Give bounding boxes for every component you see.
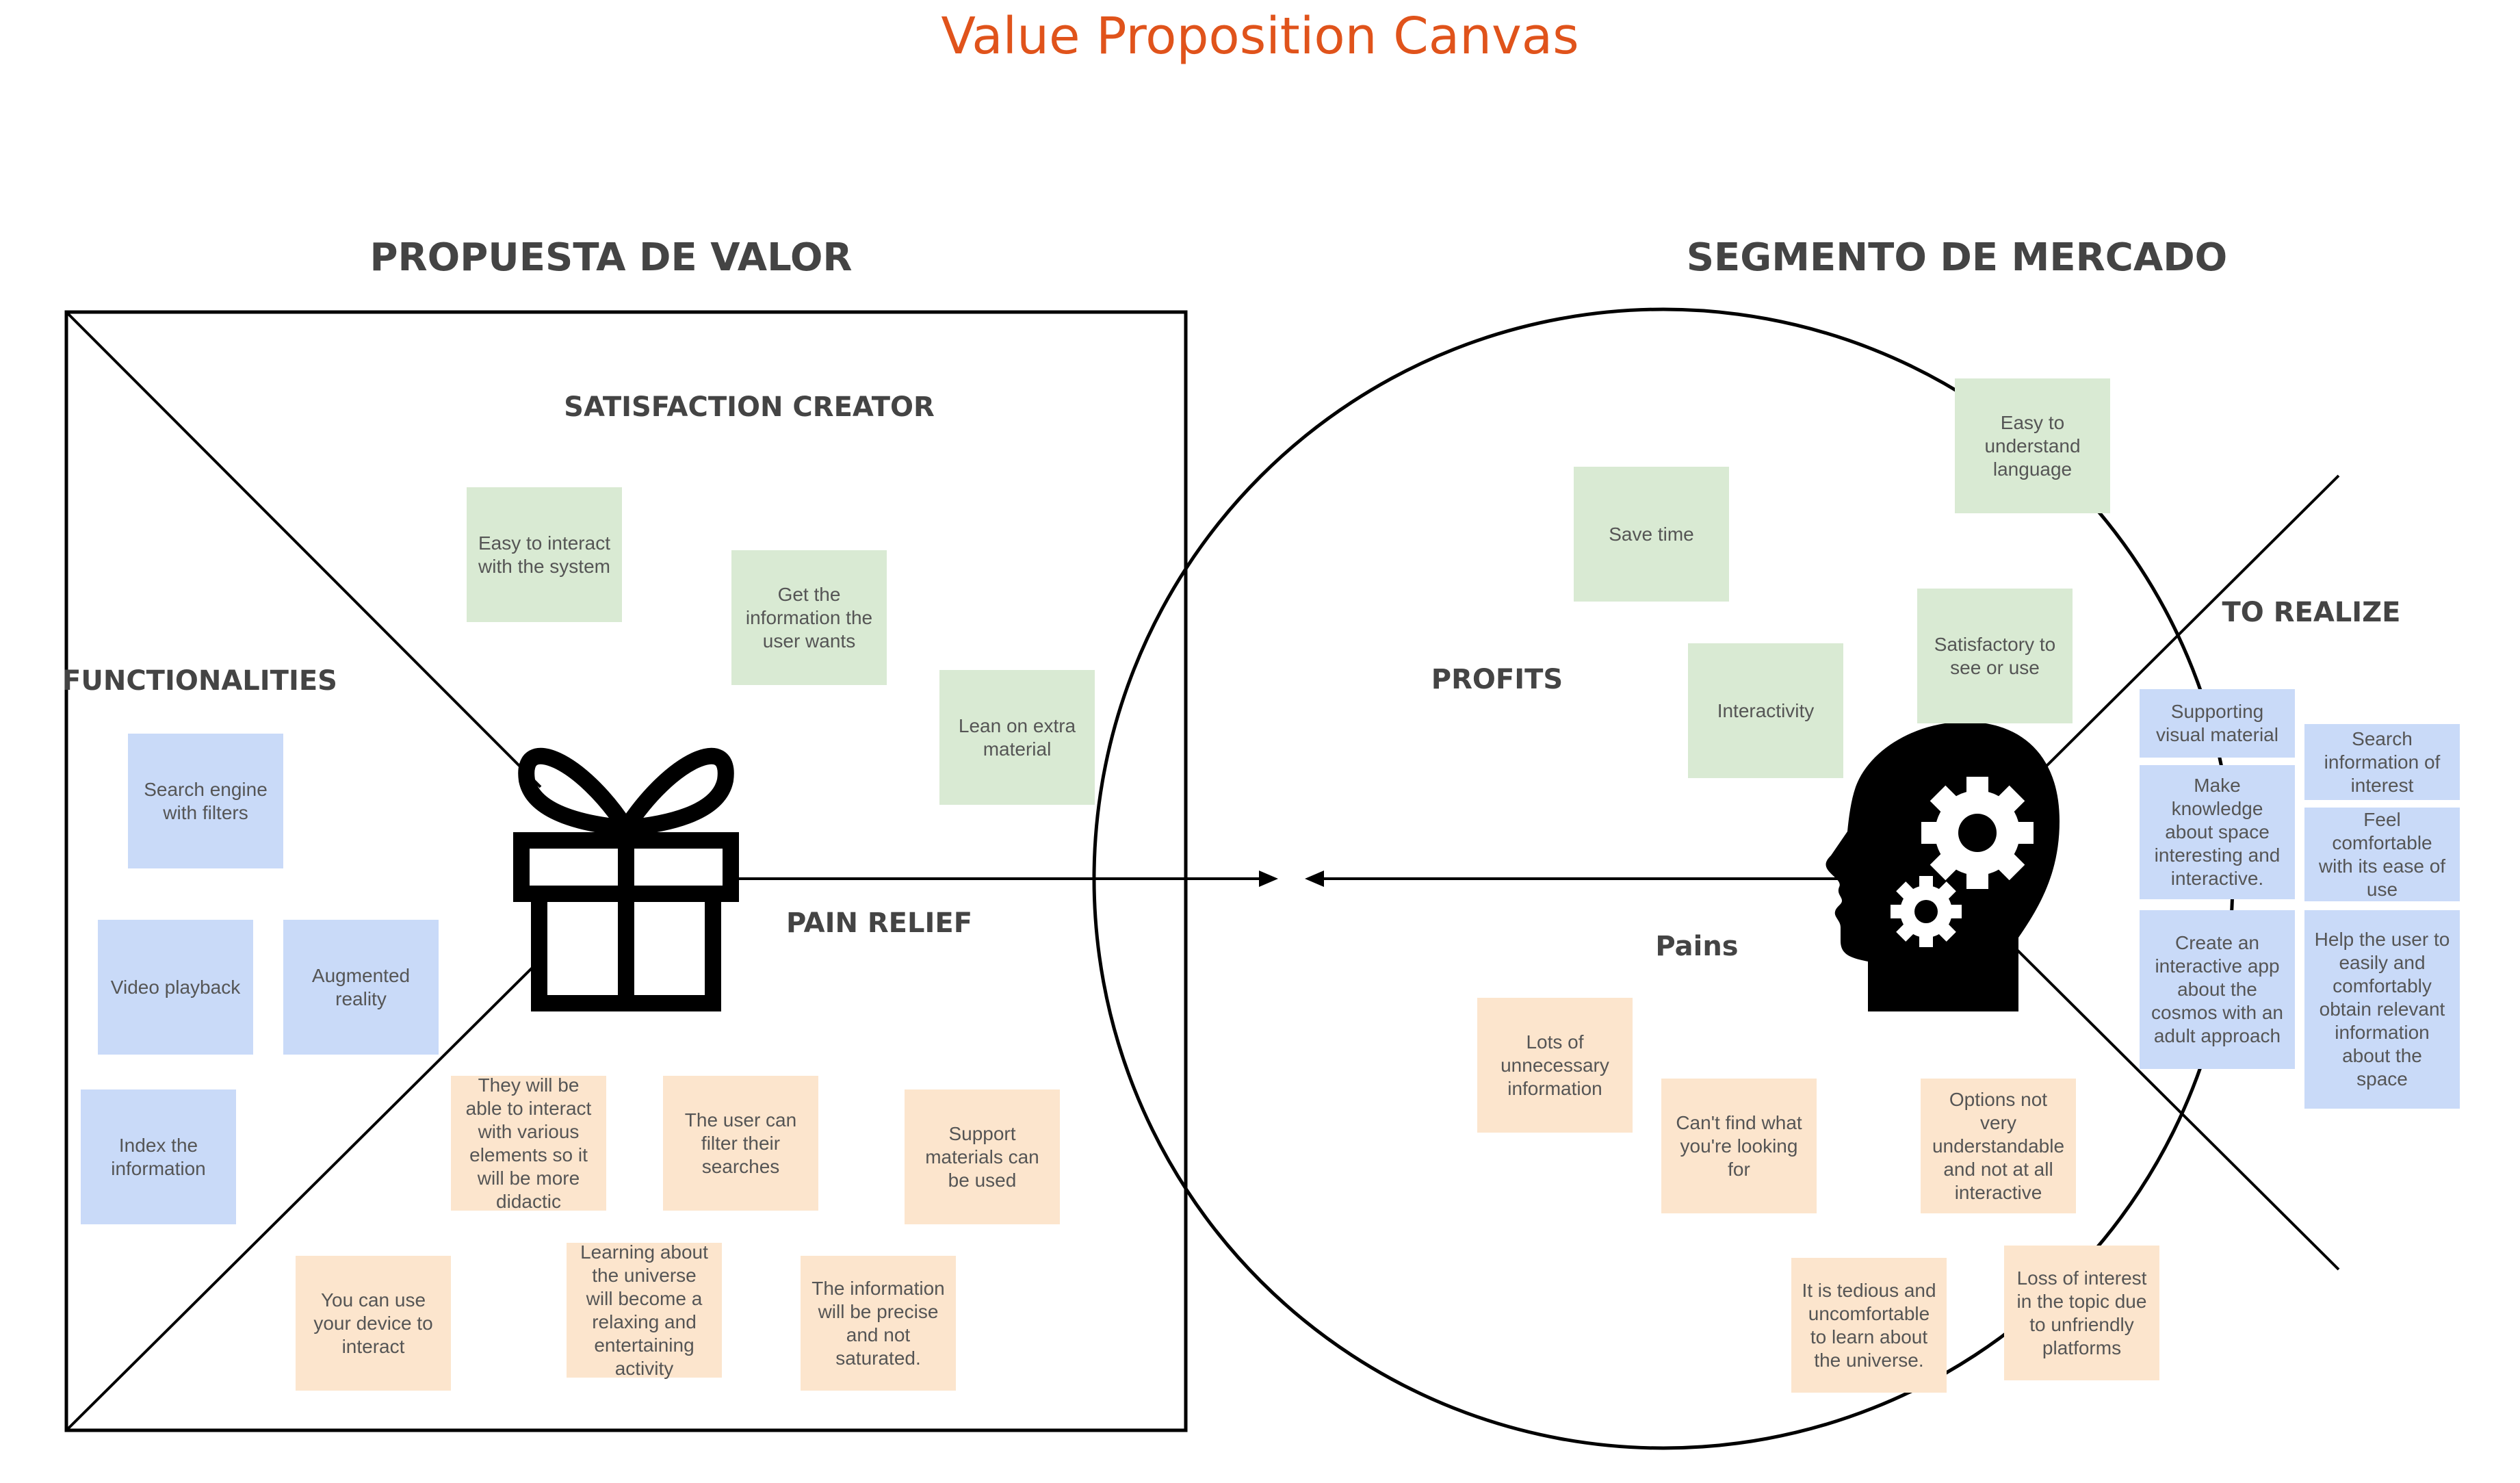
circle-upper-divider bbox=[2024, 474, 2340, 788]
value-proposition-box bbox=[64, 310, 1188, 1432]
pain-relief-note: The information will be precise and not … bbox=[801, 1256, 956, 1391]
functionality-note: Index the information bbox=[81, 1089, 236, 1224]
pain-relief-heading: PAIN RELIEF bbox=[785, 907, 973, 939]
arrow-head-left bbox=[1305, 871, 1324, 887]
diagonal-upper-divider bbox=[65, 311, 542, 788]
arrow-head-right bbox=[1259, 871, 1278, 887]
profit-note: Interactivity bbox=[1688, 643, 1843, 778]
value-proposition-heading: PROPUESTA DE VALOR bbox=[369, 235, 853, 280]
functionalities-heading: FUNCTIONALITIES bbox=[62, 665, 337, 697]
pain-note: It is tedious and uncomfortable to learn… bbox=[1791, 1258, 1947, 1393]
satisfaction-note: Get the information the user wants bbox=[731, 550, 887, 685]
pain-relief-note: Learning about the universe will become … bbox=[567, 1241, 722, 1379]
pain-note: Options not very understandable and not … bbox=[1921, 1079, 2076, 1213]
satisfaction-note: Lean on extra material bbox=[939, 670, 1095, 805]
circle-lower-divider bbox=[2010, 943, 2340, 1271]
pain-relief-note: You can use your device to interact bbox=[296, 1256, 451, 1391]
profit-note: Easy to understand language bbox=[1955, 378, 2110, 513]
to-realize-note: Supporting visual material bbox=[2140, 689, 2295, 758]
functionality-note: Search engine with filters bbox=[128, 734, 283, 868]
satisfaction-creator-heading: SATISFACTION CREATOR bbox=[564, 391, 935, 423]
page-title: Value Proposition Canvas bbox=[941, 7, 1579, 66]
profit-note: Save time bbox=[1574, 467, 1729, 602]
pains-heading: Pains bbox=[1655, 931, 1739, 962]
satisfaction-note: Easy to interact with the system bbox=[467, 487, 622, 622]
to-realize-note: Make knowledge about space interesting a… bbox=[2140, 765, 2295, 899]
pain-note: Loss of interest in the topic due to unf… bbox=[2004, 1246, 2159, 1380]
profits-heading: PROFITS bbox=[1431, 664, 1563, 695]
pain-relief-note: They will be able to interact with vario… bbox=[451, 1074, 606, 1212]
functionality-note: Augmented reality bbox=[283, 920, 439, 1055]
pain-note: Can't find what you're looking for bbox=[1661, 1079, 1817, 1213]
profit-note: Satisfactory to see or use bbox=[1917, 589, 2073, 723]
to-realize-note: Help the user to easily and comfortably … bbox=[2304, 910, 2460, 1109]
to-realize-note: Search information of interest bbox=[2304, 724, 2460, 800]
to-realize-note: Create an interactive app about the cosm… bbox=[2140, 910, 2295, 1069]
pain-relief-note: Support materials can be used bbox=[905, 1089, 1060, 1224]
to-realize-heading: TO REALIZE bbox=[2222, 597, 2401, 628]
functionality-note: Video playback bbox=[98, 920, 253, 1055]
head-with-gears-icon bbox=[1826, 721, 2060, 1011]
gift-icon bbox=[513, 747, 739, 1011]
pain-relief-note: The user can filter their searches bbox=[663, 1076, 818, 1211]
diagonal-lower-divider bbox=[65, 964, 536, 1432]
pain-note: Lots of unnecessary information bbox=[1477, 998, 1633, 1133]
customer-segment-heading: SEGMENTO DE MERCADO bbox=[1686, 235, 2228, 280]
to-realize-note: Feel comfortable with its ease of use bbox=[2304, 808, 2460, 901]
